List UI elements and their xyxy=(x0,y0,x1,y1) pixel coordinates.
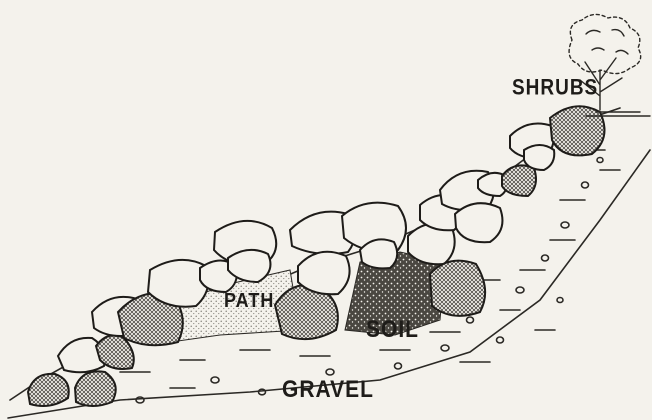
label-shrubs: SHRUBS xyxy=(512,76,598,101)
label-gravel: GRAVEL xyxy=(282,376,374,404)
boulders xyxy=(28,106,605,406)
label-path: PATH xyxy=(224,288,274,312)
label-soil: SOIL xyxy=(366,316,419,344)
